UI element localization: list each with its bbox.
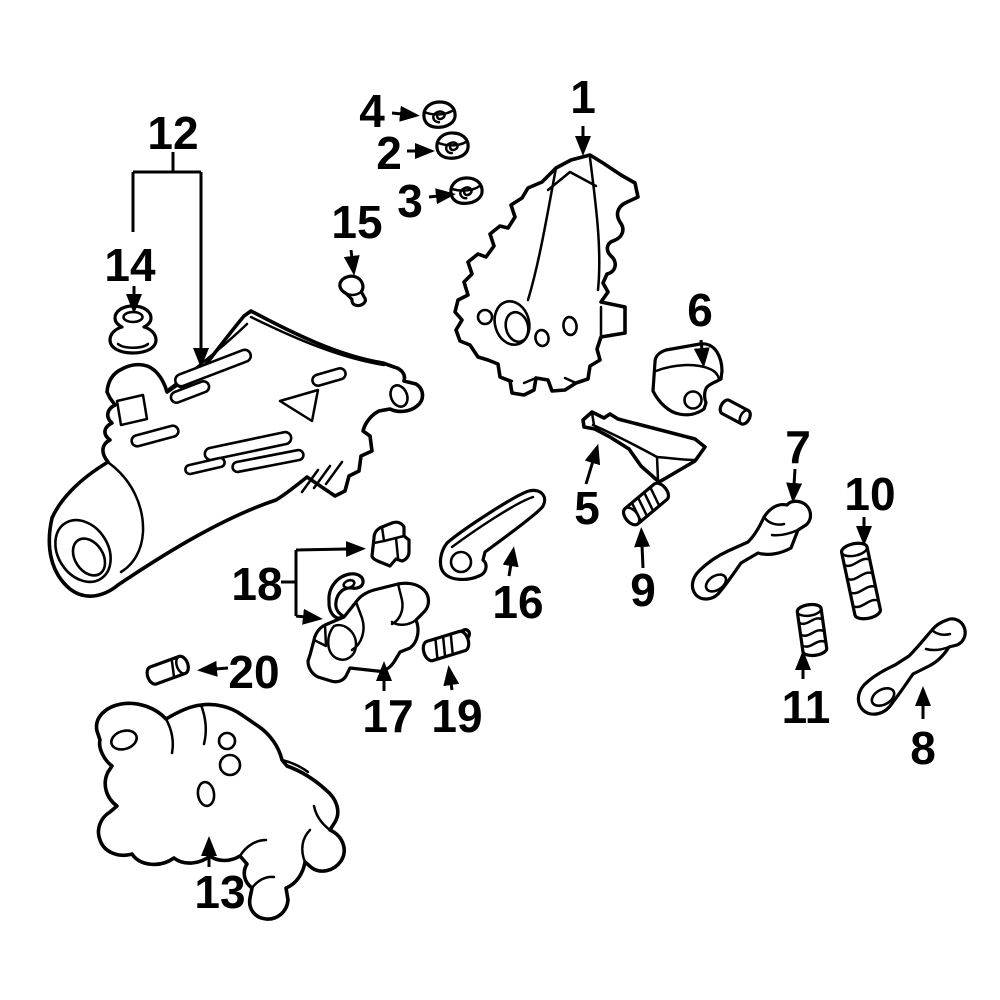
callout-3-label[interactable]: 3 xyxy=(397,175,423,227)
part-5-body[interactable] xyxy=(581,410,707,484)
callout-10-label[interactable]: 10 xyxy=(844,468,895,520)
part-15-bolt[interactable] xyxy=(338,273,368,309)
callout-19-label[interactable]: 19 xyxy=(431,690,482,742)
callout-17-label[interactable]: 17 xyxy=(362,690,413,742)
callout-5-label[interactable]: 5 xyxy=(574,482,600,534)
callout-11-label[interactable]: 11 xyxy=(782,681,831,733)
callout-15-arrow xyxy=(343,249,360,276)
callout-7-label[interactable]: 7 xyxy=(785,421,811,473)
callout-6-arrow xyxy=(693,339,710,368)
callout-14-label[interactable]: 14 xyxy=(104,239,156,291)
part-17-lock-housing[interactable] xyxy=(306,581,431,684)
callout-4-arrow xyxy=(391,105,420,122)
part-14-bushing[interactable] xyxy=(108,304,158,355)
callout-16-arrow xyxy=(502,546,519,577)
part-13-support-bracket[interactable] xyxy=(94,701,346,921)
callout-9-arrow xyxy=(634,527,651,569)
callout-3-arrow xyxy=(428,188,456,205)
part-18-pawl[interactable] xyxy=(327,572,365,620)
callout-4-label[interactable]: 4 xyxy=(359,85,385,137)
part-19-spring-screw[interactable] xyxy=(421,628,474,663)
callout-6-label[interactable]: 6 xyxy=(687,284,713,336)
part-5-wedge-plate-highlighted[interactable] xyxy=(581,410,707,484)
callout-16-label[interactable]: 16 xyxy=(492,576,543,628)
part-1-upper-mounting-bracket[interactable] xyxy=(453,153,640,397)
callout-7-arrow xyxy=(786,468,803,503)
callout-1-label[interactable]: 1 xyxy=(570,71,596,123)
callout-19-arrow xyxy=(443,665,460,691)
callout-5-arrow xyxy=(584,443,601,485)
callout-lines xyxy=(126,105,931,867)
callout-labels: 1 2 3 4 5 6 7 8 9 10 11 12 13 14 15 16 1… xyxy=(104,71,935,918)
part-20-roll-pin[interactable] xyxy=(145,654,191,686)
callout-18-arrow-bottom xyxy=(295,608,323,625)
callout-15-label[interactable]: 15 xyxy=(331,196,382,248)
callout-20-arrow xyxy=(197,660,229,677)
part-18-block[interactable] xyxy=(370,520,411,568)
callout-20-label[interactable]: 20 xyxy=(228,646,279,698)
callout-2-label[interactable]: 2 xyxy=(376,127,402,179)
part-2-cap[interactable] xyxy=(433,129,471,162)
part-6-pin[interactable] xyxy=(718,398,752,426)
part-7-release-lever[interactable] xyxy=(690,499,813,601)
callout-18-label[interactable]: 18 xyxy=(231,558,282,610)
part-16-link-arm[interactable] xyxy=(438,488,547,581)
part-11-coil-spring[interactable] xyxy=(795,602,829,658)
callout-18-arrow-top xyxy=(295,541,366,558)
callout-12-label[interactable]: 12 xyxy=(147,107,198,159)
callout-8-label[interactable]: 8 xyxy=(910,722,936,774)
part-8-release-lever[interactable] xyxy=(856,617,967,716)
callout-9-label[interactable]: 9 xyxy=(630,564,656,616)
callout-13-label[interactable]: 13 xyxy=(194,866,245,918)
part-10-coil-spring[interactable] xyxy=(840,541,882,621)
part-9-coil-spring[interactable] xyxy=(620,480,671,527)
